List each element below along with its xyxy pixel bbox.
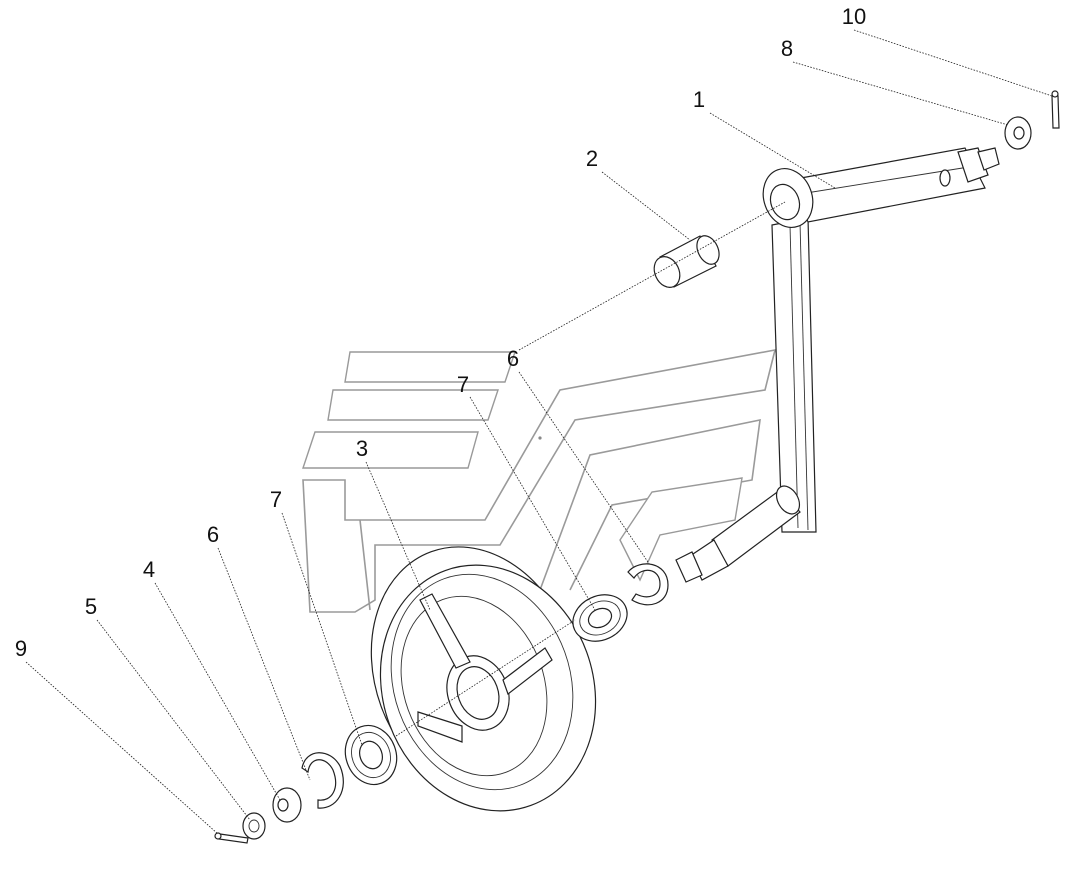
part-9-cotter-pin [214,832,249,844]
watermark-dot [538,436,542,440]
part-7-bearing-right [572,594,628,642]
watermark-logo [302,348,777,613]
part-3-wheel [370,546,597,812]
callout-1: 1 [693,87,705,112]
part-7-bearing-left [344,724,398,786]
part-1-frame [675,147,1000,583]
callout-6-upper: 6 [507,346,519,371]
callout-3: 3 [356,436,368,461]
part-4-washer [272,787,302,823]
part-2-bushing [653,235,720,288]
callout-5: 5 [85,594,97,619]
callout-6-lower: 6 [207,522,219,547]
leader-lines [25,29,1053,835]
part-10-cotter-pin [1051,90,1060,129]
callout-8: 8 [781,36,793,61]
part-6-retaining-ring-left [301,752,344,809]
callout-10: 10 [842,4,866,29]
part-5-castle-nut [242,812,266,840]
part-6-retaining-ring-right [627,563,669,606]
callout-labels: 10 8 1 2 6 7 3 7 6 4 5 9 [15,4,866,661]
callout-9: 9 [15,636,27,661]
callout-2: 2 [586,146,598,171]
part-8-washer [1004,116,1032,150]
callout-7-lower: 7 [270,487,282,512]
callout-7-upper: 7 [457,372,469,397]
callout-4: 4 [143,557,155,582]
